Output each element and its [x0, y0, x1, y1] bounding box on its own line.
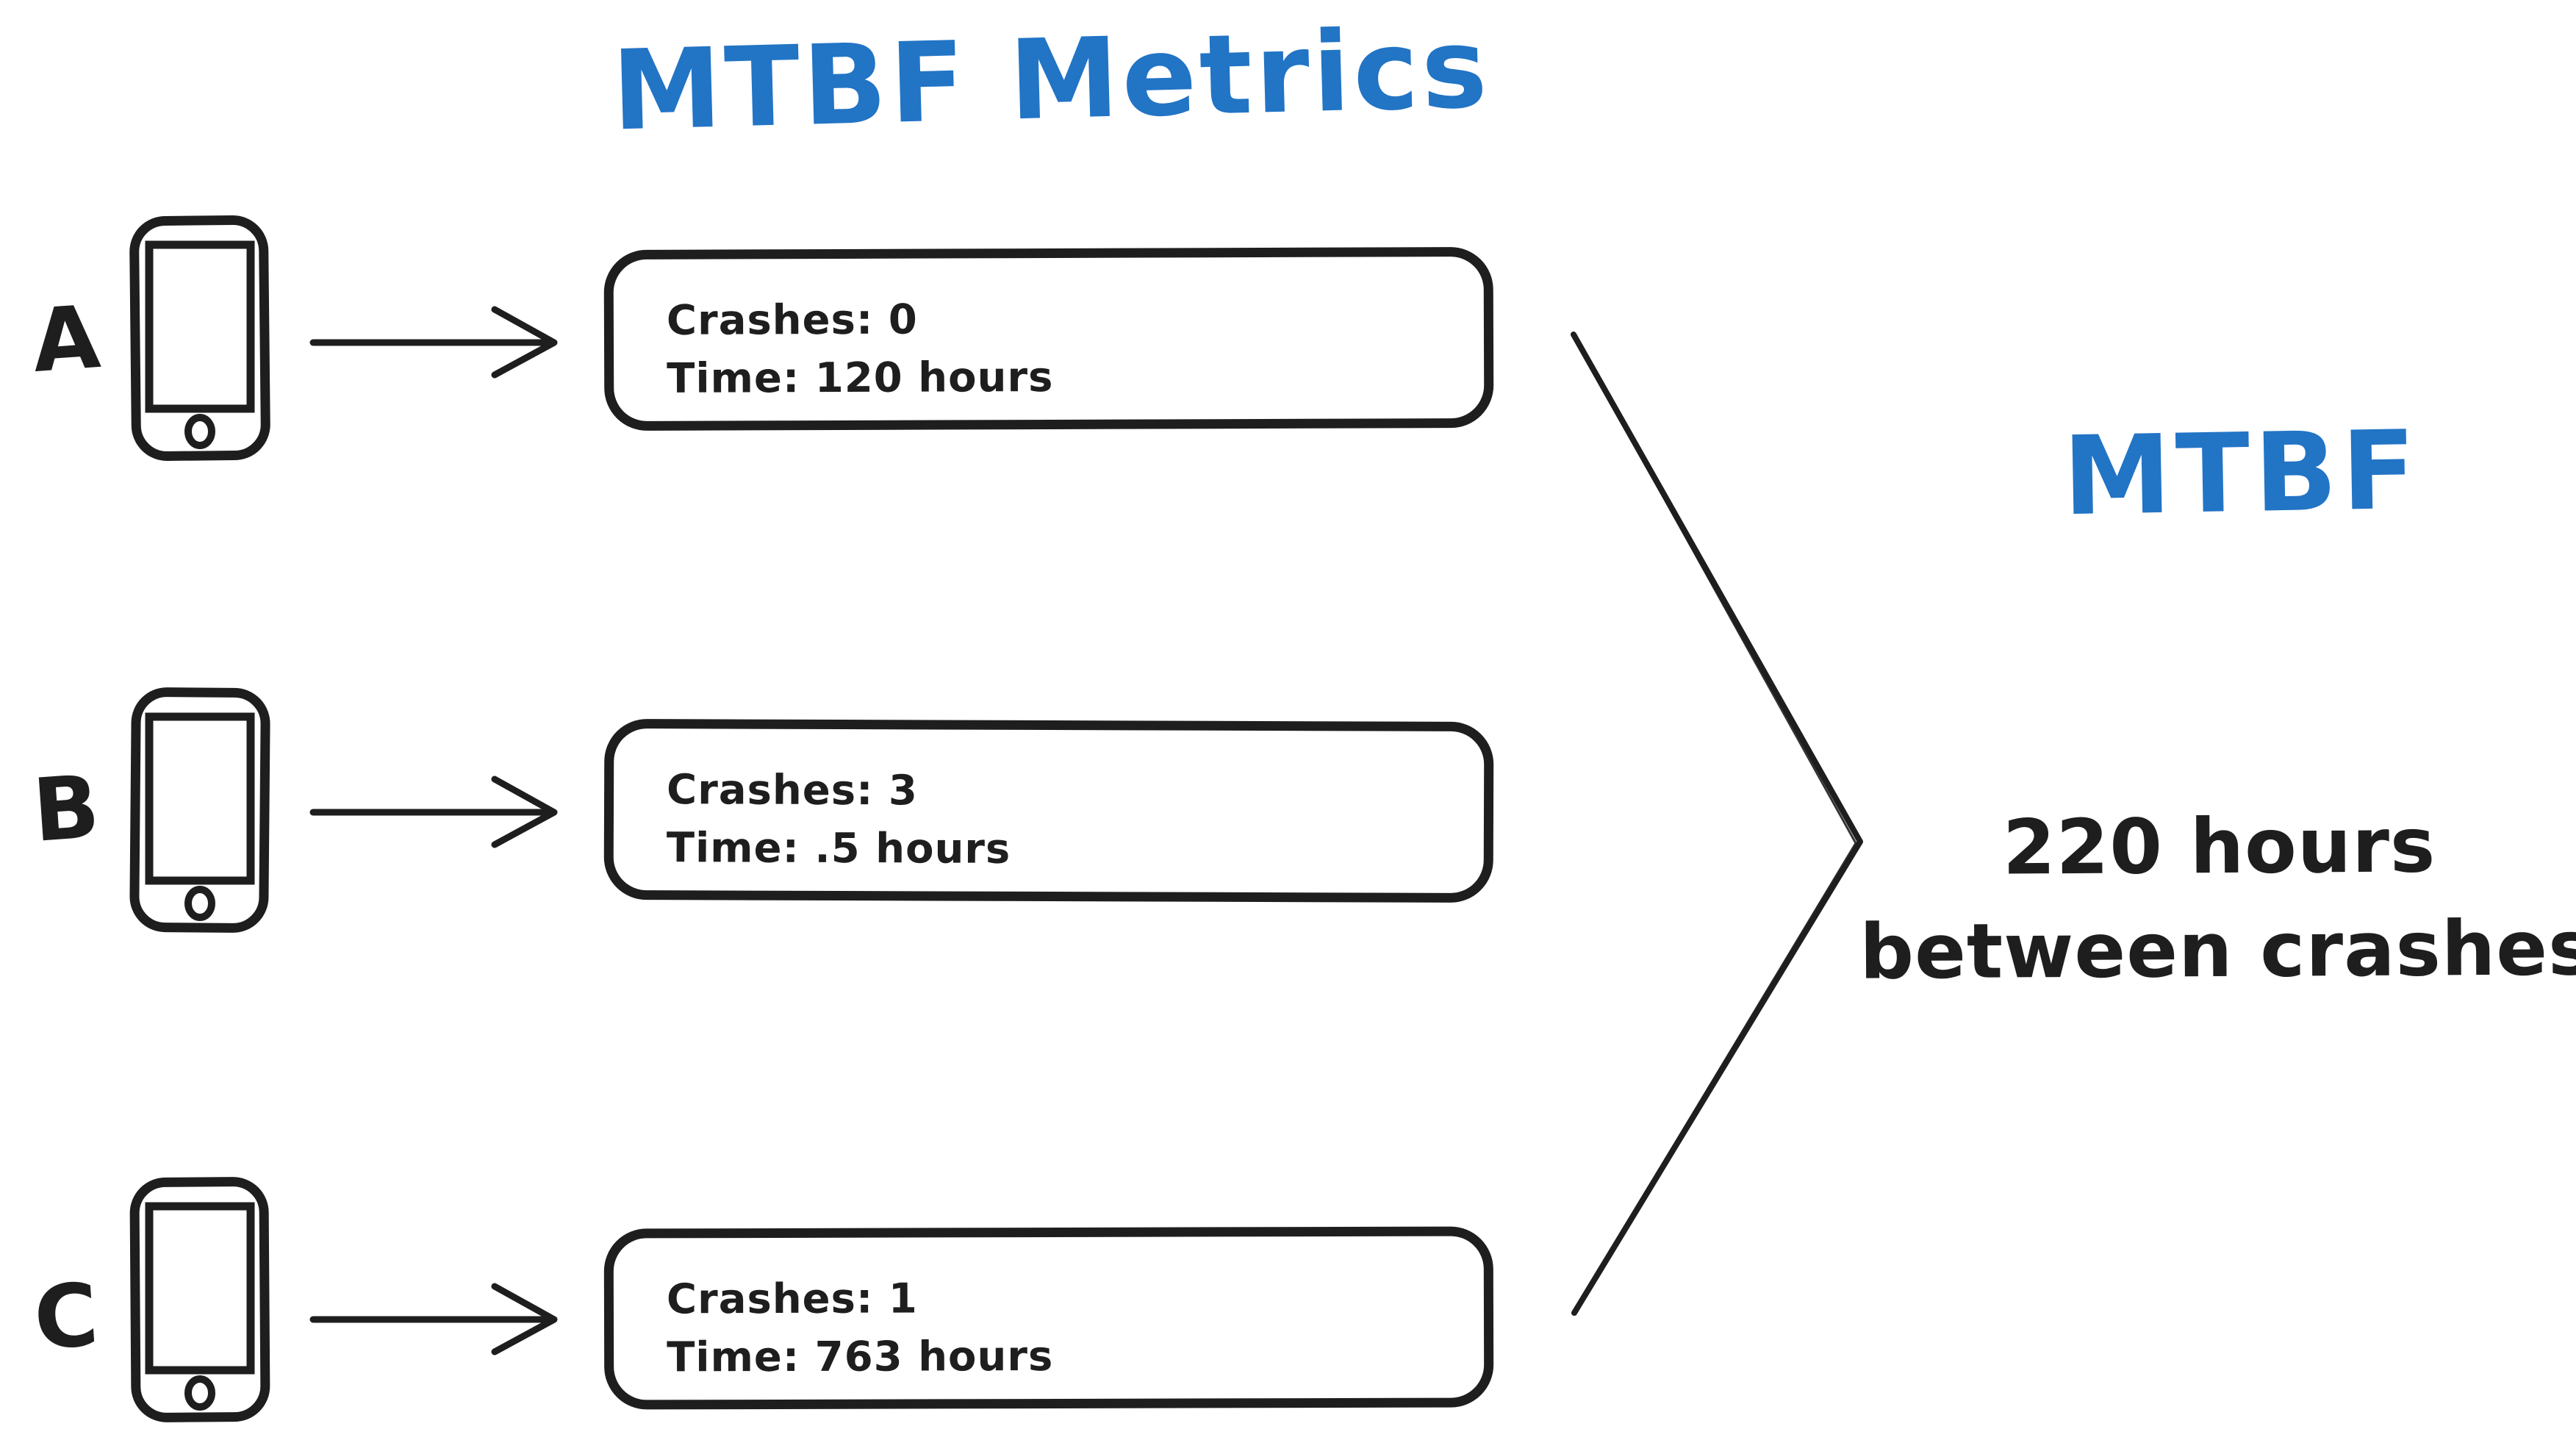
metrics-box: Crashes: 1 Time: 763 hours [603, 1226, 1494, 1410]
crashes-text: Crashes: 3 [666, 766, 919, 815]
device-c-label: C [30, 1264, 102, 1369]
device-b-label: B [29, 756, 103, 862]
phone-icon [129, 687, 270, 933]
metrics-box: Crashes: 0 Time: 120 hours [603, 246, 1494, 431]
time-text: Time: .5 hours [666, 824, 1011, 873]
phone-icon [129, 215, 270, 461]
device-a-label: A [29, 285, 104, 393]
arrow-right-icon [309, 306, 558, 379]
metrics-box: Crashes: 3 Time: .5 hours [603, 718, 1494, 903]
result-value: 220 hours between crashes [1859, 793, 2576, 1004]
merge-chevron-icon [1571, 332, 1863, 1316]
time-text: Time: 763 hours [667, 1332, 1054, 1382]
result-heading: MTBF [2062, 407, 2422, 540]
time-text: Time: 120 hours [667, 353, 1054, 403]
crashes-text: Crashes: 1 [666, 1275, 918, 1324]
page-title: MTBF Metrics [610, 4, 1492, 156]
arrow-right-icon [309, 776, 558, 848]
phone-icon [129, 1177, 270, 1422]
arrow-right-icon [309, 1283, 558, 1355]
result-line2: between crashes [1859, 904, 2576, 997]
result-line1: 220 hours [2002, 801, 2436, 892]
crashes-text: Crashes: 0 [666, 296, 918, 345]
